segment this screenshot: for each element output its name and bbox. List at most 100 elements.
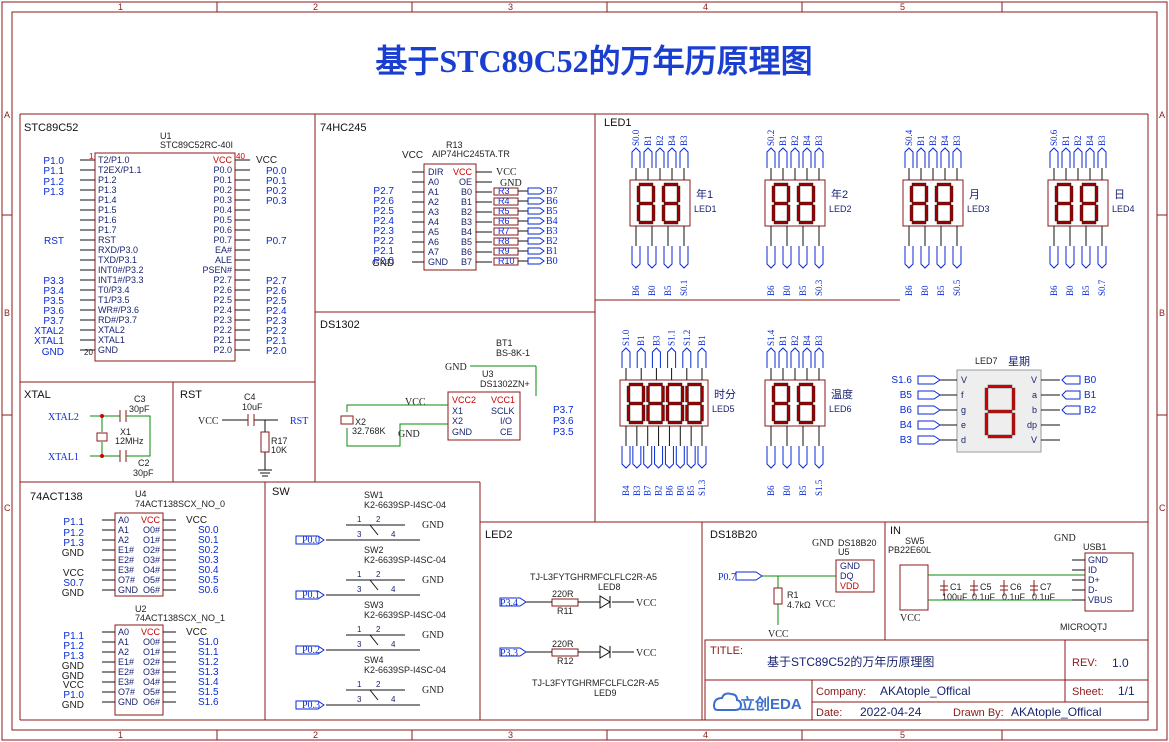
seg	[811, 385, 816, 403]
seg	[771, 404, 776, 422]
cap-val: 100uF	[942, 592, 968, 602]
b-net-label: B7	[546, 186, 558, 197]
switch-part: K2-6639SP-I4SC-04	[364, 610, 446, 620]
net-port	[664, 446, 674, 469]
ds18-net: P0.7	[718, 572, 736, 583]
resistor-body	[551, 648, 579, 657]
dec-net-label: S1.1	[198, 647, 219, 658]
net-port	[936, 246, 946, 269]
net-port	[802, 147, 812, 168]
net-port	[814, 446, 824, 469]
u1-net-label: XTAL1	[34, 336, 64, 347]
display-net: B5	[1081, 285, 1091, 296]
seg	[663, 201, 679, 206]
b-net-label: B4	[546, 216, 558, 227]
display-net: B5	[798, 285, 808, 296]
dec-pin-label: GND	[118, 697, 139, 707]
cap-symbol	[1000, 580, 1008, 596]
net-port	[675, 446, 685, 469]
r1-val: 4.7kΩ	[787, 600, 811, 610]
r13-pin-label: B7	[461, 257, 472, 267]
display-ref: LED3	[967, 204, 990, 214]
resistor-body	[551, 598, 579, 607]
dec-pin-label: VCC	[141, 627, 161, 637]
col-label: 5	[900, 2, 905, 12]
cap-val: 0.1uF	[1032, 592, 1056, 602]
ds18-pin-vdd: VDD	[840, 581, 860, 591]
u1-net-label: P2.2	[266, 326, 287, 337]
display-net: B6	[664, 485, 674, 496]
r13-net-label: P2.2	[373, 236, 394, 247]
led7-pin-label: V	[961, 375, 967, 385]
r13-pin-label: A5	[428, 227, 439, 237]
display-net: B4	[667, 135, 677, 146]
u2-ref: U2	[135, 604, 147, 614]
r13-part: AIP74HC245TA.TR	[432, 149, 510, 159]
net-port	[790, 347, 800, 368]
r13-net-label: P2.5	[373, 206, 394, 217]
u1-right-pins: VCCP0.0P0.1P0.2P0.3P0.4P0.5P0.6P0.7EA#AL…	[202, 155, 250, 355]
rtc-vcc: VCC	[405, 397, 426, 408]
col-label: 4	[703, 2, 708, 12]
b-net-label: B5	[546, 206, 558, 217]
xtal-net-1: XTAL1	[48, 452, 79, 463]
dec-pin-label: A2	[118, 647, 129, 657]
u1-net-label: P3.4	[43, 286, 64, 297]
u1-pin-label: T1/P3.5	[98, 295, 130, 305]
bt1-part: BS-8K-1	[496, 348, 530, 358]
net-port	[631, 246, 641, 269]
u1-net-label: VCC	[256, 155, 277, 166]
dec-net-label: GND	[62, 588, 84, 599]
display-net: B2	[654, 485, 664, 496]
dec-net-label: GND	[62, 661, 84, 672]
section-title-temp: DS18B20	[710, 529, 757, 541]
u1-left-pins: T2/P1.0T2EX/P1.1P1.2P1.3P1.4P1.5P1.6P1.7…	[80, 155, 144, 355]
led7-pin-label: a	[1032, 390, 1037, 400]
display-name: 年2	[831, 187, 848, 201]
display-ref: LED1	[694, 204, 717, 214]
seg	[1079, 204, 1084, 222]
seg	[1081, 220, 1097, 225]
display-net: B5	[798, 485, 808, 496]
net-port	[1097, 246, 1107, 269]
net-port	[1061, 375, 1081, 385]
u1-pin-label: TXD/P3.1	[98, 255, 137, 265]
dec-pin-label: A0	[118, 515, 129, 525]
net-port	[917, 420, 941, 430]
net-port	[904, 246, 914, 269]
u1-pin-label: P0.0	[213, 165, 232, 175]
dec-net-label: S0.1	[198, 535, 219, 546]
display-net: S1.3	[697, 479, 707, 496]
led-net: P3.3	[500, 648, 518, 659]
resistor-ref: R8	[498, 236, 510, 246]
seg	[687, 420, 702, 425]
u1-pin-label: P2.1	[213, 335, 232, 345]
display-net: B6	[1049, 285, 1059, 296]
u1-net-label: P1.2	[43, 177, 64, 188]
switch-gnd: GND	[422, 520, 444, 531]
dec-pin-label: O7#	[118, 687, 135, 697]
cap-ref: C7	[1040, 582, 1052, 592]
rtc-net-ce: P3.5	[553, 427, 574, 438]
net-port	[778, 347, 788, 368]
ds18-vcc: VCC	[815, 599, 836, 610]
dec-pin-label: E1#	[118, 545, 134, 555]
display-net: B4	[621, 485, 631, 496]
u1-net-label: P3.5	[43, 296, 64, 307]
dec-net-label: S1.3	[198, 667, 219, 678]
display-ref: LED4	[1112, 204, 1135, 214]
display-net: S0.4	[904, 129, 914, 146]
net-port	[654, 446, 664, 469]
display-net: S0.2	[766, 130, 776, 146]
led-ref: LED8	[598, 582, 621, 592]
sw5-ref: SW5	[905, 536, 925, 546]
display-net: S1.1	[667, 330, 677, 346]
u1-part: STC89C52RC-40I	[160, 140, 233, 150]
switch-pin: 1	[357, 625, 362, 634]
display-net: B4	[940, 135, 950, 146]
net-port	[766, 246, 776, 269]
seg	[646, 404, 650, 422]
